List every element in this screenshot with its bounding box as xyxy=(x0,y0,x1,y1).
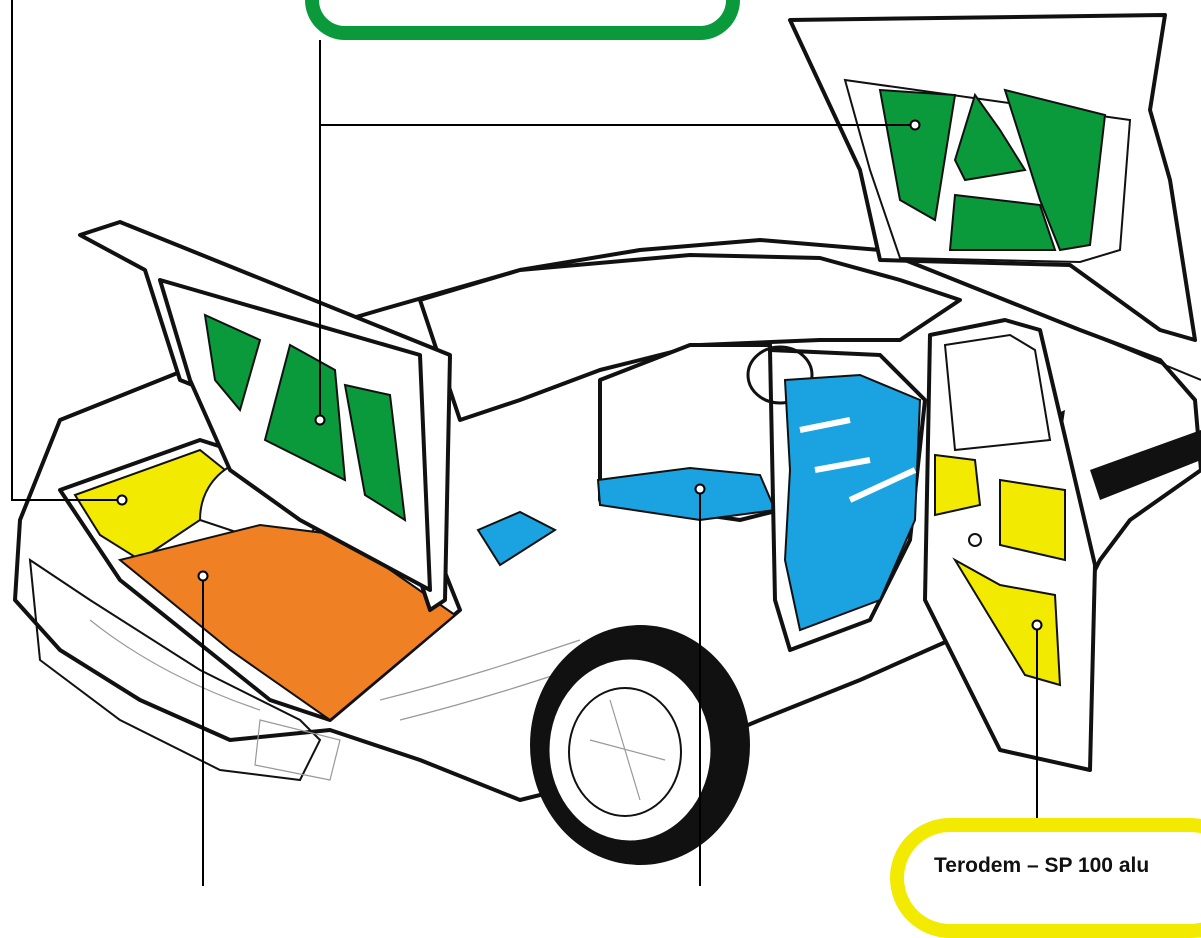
callout-dot xyxy=(696,485,705,494)
door-insulation-yellow-1 xyxy=(935,455,980,515)
callout-dot xyxy=(316,416,325,425)
rear-wheel xyxy=(530,625,750,865)
callout-dot xyxy=(911,121,920,130)
car-insulation-diagram xyxy=(0,0,1201,886)
callout-dot xyxy=(118,496,127,505)
yellow-callout-box: Terodem – SP 100 alu xyxy=(890,818,1201,938)
green-callout-box xyxy=(305,0,740,40)
callout-dot xyxy=(1033,621,1042,630)
door-insulation-yellow-2 xyxy=(1000,480,1065,560)
callout-dot xyxy=(199,572,208,581)
yellow-callout-label: Terodem – SP 100 alu xyxy=(934,854,1149,878)
